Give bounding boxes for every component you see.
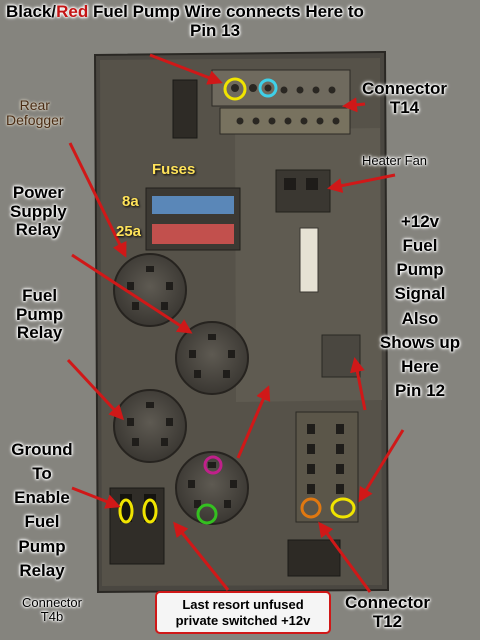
arrow-rear-defogger bbox=[68, 142, 127, 258]
t4b-left-highlight bbox=[118, 498, 134, 524]
page-title: Black/Red Fuel Pump Wire connects Here t… bbox=[6, 2, 364, 40]
arrow-pin13-to-socket bbox=[236, 385, 271, 459]
fpr-line2: Pump bbox=[16, 304, 64, 324]
last-resort-line2: private switched +12v bbox=[175, 613, 311, 629]
signal-line2: Fuel bbox=[402, 236, 438, 256]
last-resort-callout: Last resort unfused private switched +12… bbox=[155, 591, 331, 634]
arrow-to-t14 bbox=[342, 97, 366, 113]
title-pin-13: Pin 13 bbox=[190, 20, 241, 40]
fuses-label: Fuses bbox=[152, 161, 196, 178]
fuel-pump-signal-label: +12v Fuel Pump Signal Also Shows up Here… bbox=[366, 210, 474, 403]
t4b-line1: Connector bbox=[22, 595, 82, 610]
rear-defogger-label: Rear Defogger bbox=[6, 97, 64, 129]
fuse-8a bbox=[152, 196, 234, 214]
connector-t4b-block bbox=[109, 487, 165, 565]
connector-t14-line1: Connector bbox=[362, 79, 447, 98]
connector-t12-label: Connector T12 bbox=[345, 593, 430, 631]
white-slot bbox=[299, 227, 319, 293]
orange-highlight-circle bbox=[300, 497, 322, 519]
title-part-black: Black/ bbox=[6, 2, 57, 21]
fuse-25a bbox=[152, 224, 234, 244]
power-supply-relay-label: Power Supply Relay bbox=[10, 183, 67, 240]
rear-defogger-line2: Defogger bbox=[6, 112, 64, 129]
fuse-25a-label: 25a bbox=[116, 223, 142, 240]
t12-line2: T12 bbox=[372, 611, 403, 631]
ground-line4: Fuel bbox=[24, 512, 60, 532]
ground-enable-label: Ground To Enable Fuel Pump Relay bbox=[8, 438, 76, 583]
arrow-title-to-pin13 bbox=[149, 53, 223, 85]
arrow-connector-t12 bbox=[318, 521, 372, 593]
ground-line2: To bbox=[32, 464, 52, 484]
right-mid-socket bbox=[321, 334, 361, 378]
signal-line8: Pin 12 bbox=[394, 380, 446, 400]
connector-t4b-label: Connector T4b bbox=[22, 595, 82, 625]
signal-line7: Here bbox=[401, 356, 439, 376]
arrow-signal-up bbox=[349, 357, 367, 411]
arrow-power-supply-relay bbox=[71, 253, 193, 334]
fuse-holder bbox=[145, 187, 241, 251]
t4b-right-highlight bbox=[142, 498, 158, 524]
upper-relay-socket bbox=[172, 79, 198, 139]
ground-line6: Relay bbox=[19, 560, 65, 580]
heater-fan-socket bbox=[275, 169, 331, 213]
signal-line5: Also bbox=[401, 308, 439, 328]
fuse-8a-label: 8a bbox=[122, 193, 139, 210]
t4b-line2: T4b bbox=[40, 609, 64, 625]
connector-t14-line2: T14 bbox=[389, 97, 420, 117]
lower-relay-socket bbox=[175, 451, 249, 525]
magenta-highlight-circle bbox=[203, 455, 223, 475]
fuel-pump-relay-label: Fuel Pump Relay bbox=[16, 286, 64, 343]
signal-line1: +12v bbox=[400, 212, 440, 231]
t12-line1: Connector bbox=[345, 593, 430, 612]
pin12-highlight-circle bbox=[330, 497, 356, 519]
fpr-line3: Relay bbox=[16, 323, 63, 343]
fpr-line1: Fuel bbox=[22, 286, 58, 305]
psr-line1: Power bbox=[12, 183, 64, 202]
arrow-to-t12-pin12 bbox=[358, 429, 405, 503]
rear-defogger-line1: Rear bbox=[19, 97, 50, 113]
ground-line5: Pump bbox=[18, 536, 66, 556]
arrow-ground-enable bbox=[71, 486, 121, 509]
cyan-highlight-circle bbox=[258, 78, 278, 98]
fuel-pump-relay-socket bbox=[113, 389, 187, 463]
connector-t14-label: Connector T14 bbox=[362, 79, 447, 117]
annotation-arrows bbox=[66, 53, 405, 593]
psr-line2: Supply bbox=[10, 201, 67, 221]
pin13-highlight-circle bbox=[223, 77, 247, 101]
center-relay-socket bbox=[175, 321, 249, 395]
heater-fan-label: Heater Fan bbox=[362, 153, 428, 168]
arrow-fuel-pump-relay bbox=[66, 358, 125, 421]
arrow-last-resort bbox=[173, 521, 230, 591]
connector-t12-block bbox=[295, 411, 359, 523]
last-resort-line1: Last resort unfused bbox=[182, 597, 304, 612]
power-supply-relay-socket bbox=[113, 253, 187, 327]
signal-line3: Pump bbox=[396, 260, 444, 280]
bottom-relay-socket bbox=[287, 539, 341, 577]
ground-line3: Enable bbox=[14, 488, 70, 508]
green-highlight-circle bbox=[196, 503, 218, 525]
signal-line6: Shows up bbox=[379, 332, 461, 352]
signal-line4: Signal bbox=[394, 284, 446, 304]
title-part-rest: Fuel Pump Wire connects Here to bbox=[88, 2, 364, 21]
psr-line3: Relay bbox=[15, 220, 62, 240]
arrow-heater-fan bbox=[327, 173, 396, 194]
ground-line1: Ground bbox=[11, 440, 73, 459]
title-part-red: Red bbox=[56, 2, 89, 21]
